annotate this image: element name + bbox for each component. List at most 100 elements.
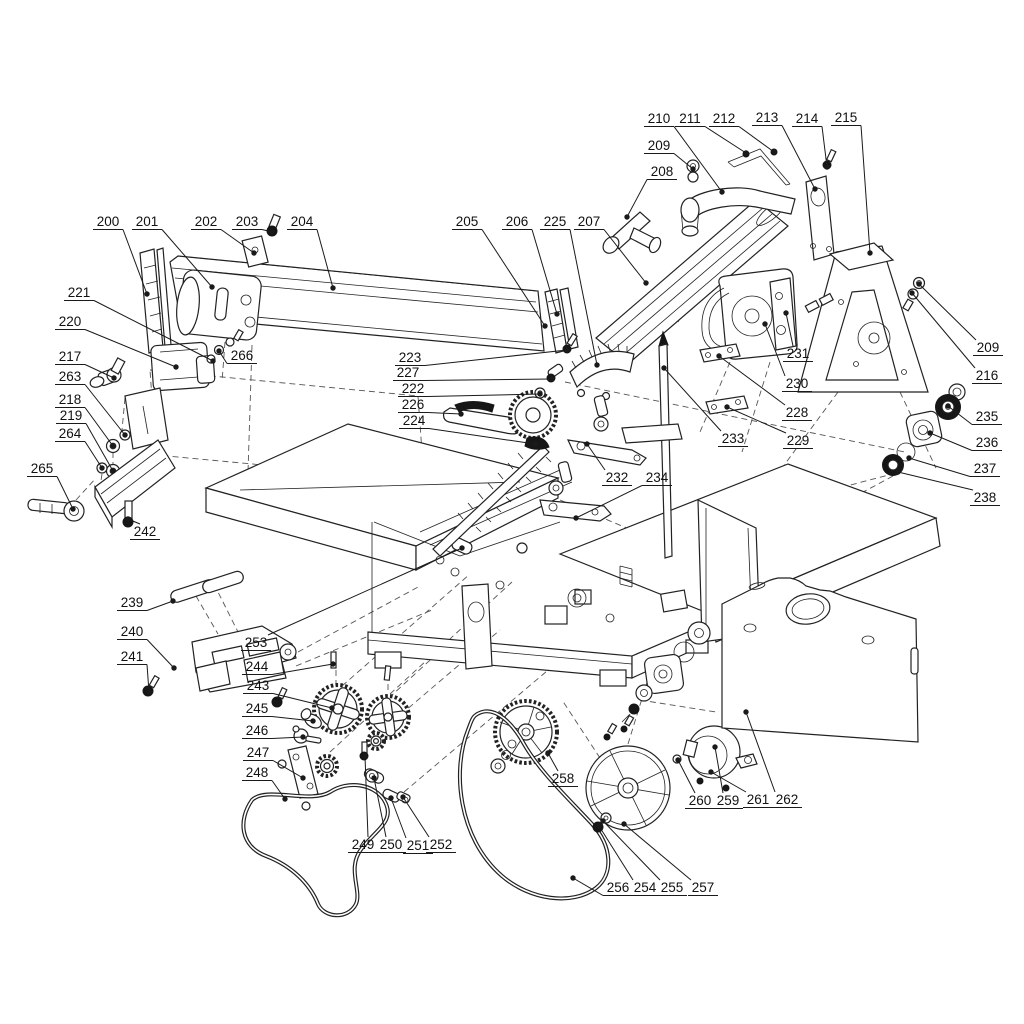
part-label-245: 245 <box>242 701 316 724</box>
part-number: 203 <box>236 214 259 229</box>
part-label-211: 211 <box>675 111 749 156</box>
part-number: 214 <box>796 111 819 126</box>
part-label-228: 228 <box>716 353 812 421</box>
part-label-263: 263 <box>55 369 128 438</box>
part-label-241: 241 <box>117 649 152 695</box>
clamp-base-plate <box>94 439 176 530</box>
part-label-251: 251 <box>388 795 433 854</box>
bearing-238 <box>882 454 904 476</box>
part-number: 211 <box>679 111 701 126</box>
part-number: 212 <box>713 111 736 126</box>
part-number: 260 <box>689 793 712 808</box>
part-label-218: 218 <box>55 392 116 449</box>
part-number: 239 <box>121 595 144 610</box>
part-label-210: 210 <box>644 111 725 195</box>
star-gear-243 <box>312 683 364 735</box>
part-label-237: 237 <box>906 455 1000 477</box>
part-label-213: 213 <box>752 110 818 192</box>
part-label-258: 258 <box>545 750 578 787</box>
part-label-226: 226 <box>398 397 464 417</box>
part-number: 250 <box>380 837 403 852</box>
part-label-250: 250 <box>371 775 406 853</box>
side-cover-262 <box>721 577 919 743</box>
part-number: 249 <box>352 837 375 852</box>
part-number: 240 <box>121 624 144 639</box>
part-number: 225 <box>544 214 567 229</box>
angled-fence-207 <box>595 199 789 365</box>
part-number: 208 <box>651 164 674 179</box>
part-number: 222 <box>402 381 425 396</box>
pins-239 <box>170 570 244 603</box>
part-label-239: 239 <box>117 595 176 611</box>
part-label-260: 260 <box>675 757 715 809</box>
part-label-249: 249 <box>348 753 378 853</box>
part-label-227: 227 <box>393 365 555 382</box>
part-label-247: 247 <box>243 745 306 781</box>
bracket-246 <box>292 725 322 744</box>
part-number: 200 <box>97 214 120 229</box>
part-number: 230 <box>786 376 809 391</box>
sprocket-small-b <box>366 731 386 751</box>
part-label-209: 209 <box>916 281 1003 356</box>
part-number: 237 <box>974 461 997 476</box>
part-label-266: 266 <box>216 348 257 364</box>
part-number: 264 <box>59 426 82 441</box>
part-label-243: 243 <box>243 678 335 711</box>
part-number: 255 <box>661 880 684 895</box>
part-label-201: 201 <box>132 214 215 290</box>
part-number: 252 <box>430 837 453 852</box>
part-label-234: 234 <box>573 470 672 521</box>
part-number: 241 <box>121 649 144 664</box>
rod-233 <box>621 330 683 559</box>
bolt-242 <box>122 500 134 528</box>
infeed-table <box>204 423 560 571</box>
star-gear-b <box>365 694 411 740</box>
part-label-253: 253 <box>241 545 465 651</box>
part-number: 234 <box>646 470 669 485</box>
part-number: 220 <box>59 314 82 329</box>
lever-234 <box>516 461 612 554</box>
part-label-244: 244 <box>242 659 336 675</box>
part-number: 244 <box>246 659 269 674</box>
part-label-231: 231 <box>783 310 813 362</box>
bearing-housing-236 <box>905 410 943 448</box>
part-number: 254 <box>634 880 657 895</box>
gear-arm-226 <box>442 390 558 440</box>
part-label-233: 233 <box>661 365 748 447</box>
part-label-219: 219 <box>56 408 116 474</box>
part-number: 231 <box>787 346 810 361</box>
part-number: 219 <box>60 408 83 423</box>
screws-top-of-wheel <box>603 714 635 741</box>
part-label-206: 206 <box>502 214 560 317</box>
part-number: 261 <box>747 792 770 807</box>
plate-213 <box>805 175 835 261</box>
stand-215 <box>797 242 929 393</box>
part-number: 229 <box>787 433 810 448</box>
ring-237 <box>896 442 916 462</box>
part-number: 265 <box>31 461 54 476</box>
part-label-203: 203 <box>232 214 275 235</box>
part-number: 263 <box>59 369 82 384</box>
part-label-265: 265 <box>27 461 76 512</box>
part-number: 232 <box>606 470 629 485</box>
part-number: 204 <box>291 214 314 229</box>
part-label-225: 225 <box>540 214 600 368</box>
part-label-255: 255 <box>600 818 687 896</box>
part-number: 205 <box>456 214 479 229</box>
part-label-235: 235 <box>945 403 1002 425</box>
part-label-252: 252 <box>400 794 456 853</box>
part-label-248: 248 <box>242 765 288 802</box>
part-label-221: 221 <box>64 285 216 364</box>
part-label-262: 262 <box>743 709 802 808</box>
part-label-229: 229 <box>724 404 813 449</box>
part-label-200: 200 <box>93 214 150 297</box>
part-label-204: 204 <box>287 214 336 291</box>
part-number: 209 <box>648 138 671 153</box>
part-number: 242 <box>134 524 157 539</box>
part-number: 221 <box>68 285 91 300</box>
part-number: 238 <box>974 490 997 505</box>
part-label-207: 207 <box>574 214 649 286</box>
motor-261 <box>682 725 758 792</box>
part-number: 248 <box>246 765 269 780</box>
